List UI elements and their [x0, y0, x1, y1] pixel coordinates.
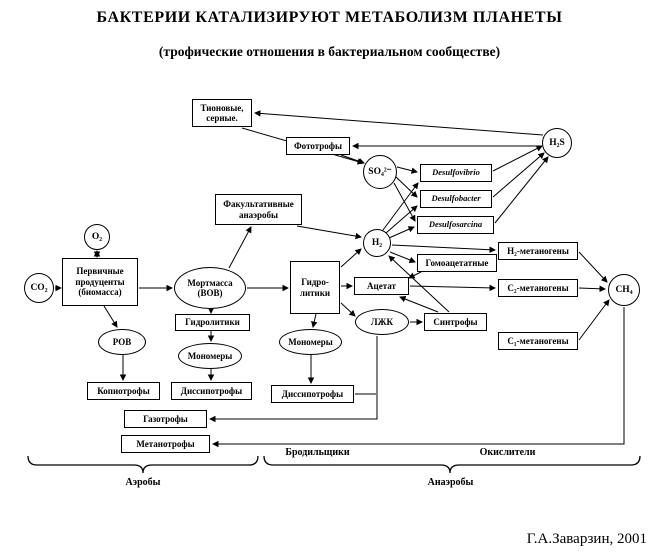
- node-facultative-anaerobes: Факультативные анаэробы: [215, 194, 302, 225]
- arrow-desulfovibrio-to-h2s: [492, 145, 543, 172]
- group-label-aerobes: Аэробы: [125, 477, 161, 488]
- arrow-producers-to-dom: [103, 305, 118, 328]
- arrow-desulfobacter-to-h2s: [492, 152, 545, 198]
- arrow-so4-to-desulfovibrio: [396, 166, 418, 174]
- node-copiotrophs: Копиотрофы: [87, 382, 160, 400]
- arrow-homoacetogens-to-acetate: [408, 271, 422, 279]
- arrow-h2-methanogens-to-ch4: [578, 251, 608, 283]
- node-homoacetogens: Гомоацетатные: [417, 254, 497, 272]
- node-desulfobacter: Desulfobacter: [420, 190, 492, 208]
- node-h2s: H₂S: [542, 128, 572, 158]
- arrow-c2-methanogens-to-ch4: [578, 285, 606, 293]
- node-monomers-left: Мономеры: [178, 343, 242, 369]
- node-c1-methanogens: С₁-метаногены: [498, 332, 578, 350]
- node-dissipotrophs-mid: Диссипотрофы: [271, 385, 354, 403]
- arrow-hydrolytics-to-h2: [340, 248, 362, 268]
- node-hydrolytics: Гидролитики: [175, 314, 250, 331]
- arrow-ch4-to-methanotrophs: [212, 307, 625, 448]
- arrow-syntrophs-to-acetate: [399, 296, 439, 313]
- node-mortmass: Мортмасса (ВОВ): [174, 267, 246, 309]
- group-label-oxidizers: Окислители: [479, 447, 536, 458]
- arrow-so4-to-desulfobacter: [395, 176, 418, 198]
- group-label-fermenters: Бродильщики: [285, 447, 350, 458]
- arrow-c1-methanogens-to-ch4: [578, 299, 610, 341]
- arrow-h2-to-desulfosarcina: [388, 226, 415, 239]
- arrow-h2-to-desulfobacter: [385, 205, 418, 234]
- node-desulfosarcina: Desulfosarcina: [417, 216, 494, 234]
- node-ch4: CH₄: [608, 274, 640, 306]
- node-h2-methanogens: Н₂-метаногены: [498, 242, 578, 260]
- node-gasotrophs: Газотрофы: [124, 410, 207, 428]
- arrow-phototrophs-to-so4: [340, 154, 365, 165]
- node-acetate: Ацетат: [354, 277, 409, 295]
- arrow-desulfosarcina-to-h2s: [494, 156, 549, 224]
- page-title: БАКТЕРИИ КАТАЛИЗИРУЮТ МЕТАБОЛИЗМ ПЛАНЕТЫ: [96, 9, 563, 26]
- node-o2: O₂: [84, 224, 110, 250]
- arrow-hydrolytics-to-monomers-mid: [311, 313, 318, 328]
- arrow-so4-to-desulfosarcina: [393, 182, 416, 222]
- node-thionic-sulfur-bacteria: Тионовые, серные.: [192, 99, 252, 127]
- node-h2: H₂: [363, 229, 391, 257]
- node-sulfate: SO₄²⁻: [363, 155, 397, 189]
- node-syntrophs: Синтрофы: [424, 313, 487, 331]
- arrow-facultative-to-h2: [296, 225, 362, 240]
- arrow-hydrolytics-to-vfa: [340, 302, 356, 317]
- node-primary-producers: Первичные продуценты (биомасса): [62, 258, 138, 306]
- brace-aerobes: [27, 455, 259, 474]
- arrow-h2-to-h2-methanogens: [391, 244, 496, 253]
- node-dissipotrophs-left: Диссипотрофы: [171, 382, 252, 400]
- node-co2: CO₂: [24, 273, 54, 303]
- node-hydrolytics-main: Гидро- литики: [290, 261, 340, 314]
- node-methanotrophs: Метанотрофы: [121, 435, 210, 453]
- node-monomers-mid: Мономеры: [279, 329, 342, 355]
- node-dom: РОВ: [98, 329, 146, 355]
- arrow-h2-to-homoacetogens: [389, 251, 416, 263]
- node-vfa: ЛЖК: [355, 309, 409, 335]
- node-c2-methanogens: С₂-метаногены: [498, 279, 578, 297]
- node-desulfovibrio: Desulfovibrio: [420, 164, 492, 182]
- group-label-anaerobes: Анаэробы: [427, 477, 474, 488]
- arrow-h2-to-desulfovibrio: [382, 182, 419, 231]
- node-phototrophs: Фототрофы: [286, 137, 350, 155]
- attribution: Г.А.Заварзин, 2001: [526, 531, 647, 547]
- page-subtitle: (трофические отношения в бактериальном с…: [158, 44, 501, 59]
- arrow-acetate-to-c2-methanogens: [409, 284, 496, 292]
- arrow-h2s-to-thionic: [254, 110, 544, 136]
- arrow-mortmass-to-facultative: [228, 226, 252, 269]
- brace-anaerobes: [263, 455, 641, 474]
